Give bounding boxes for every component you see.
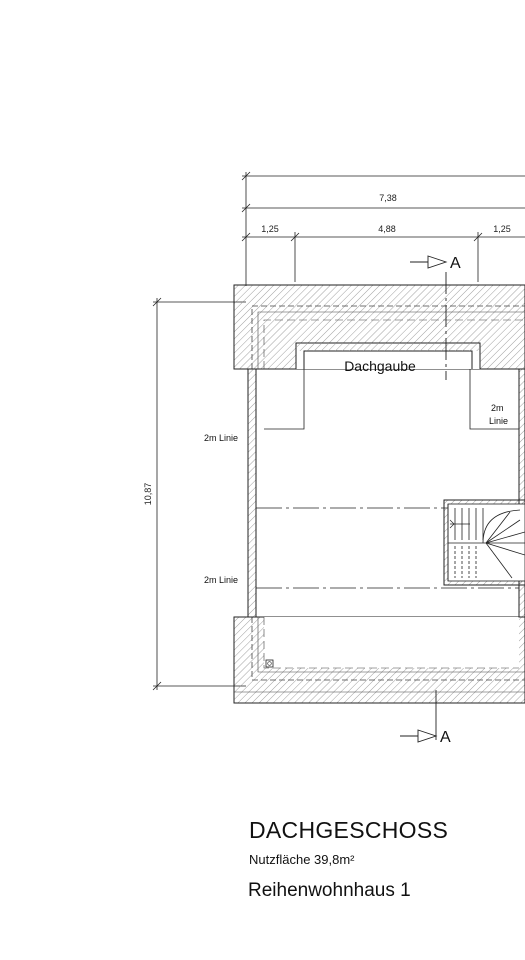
dimension-chain-top	[241, 171, 525, 286]
dimension-overall-width: 7,38	[379, 193, 397, 203]
dimension-middle-segment: 4,88	[378, 224, 396, 234]
two-meter-line-label-upper-left: 2m Linie	[204, 433, 238, 443]
bottom-roof-slab	[233, 616, 525, 704]
usable-area: Nutzfläche 39,8m²	[249, 852, 355, 867]
dimension-right-segment: 1,25	[493, 224, 511, 234]
project-name: Reihenwohnhaus 1	[248, 880, 411, 901]
two-meter-line-label-right-1: 2m	[491, 403, 504, 413]
two-meter-line-label-lower-left: 2m Linie	[204, 575, 238, 585]
roof-center-lines	[256, 507, 519, 589]
section-line-a	[400, 255, 448, 743]
dormer-label: Dachgaube	[344, 358, 416, 374]
section-marker-bottom: A	[440, 729, 451, 746]
staircase	[443, 499, 525, 586]
two-meter-line-markers	[264, 369, 519, 430]
two-meter-line-label-right-2: Linie	[489, 416, 508, 426]
dimension-left-segment: 1,25	[261, 224, 279, 234]
dimension-overall-depth: 10,87	[143, 483, 153, 506]
floor-title: DACHGESCHOSS	[249, 817, 449, 843]
walls	[247, 368, 525, 618]
top-roof-slab	[233, 284, 525, 370]
dimension-chain-left	[152, 297, 246, 691]
section-marker-top: A	[450, 255, 461, 272]
